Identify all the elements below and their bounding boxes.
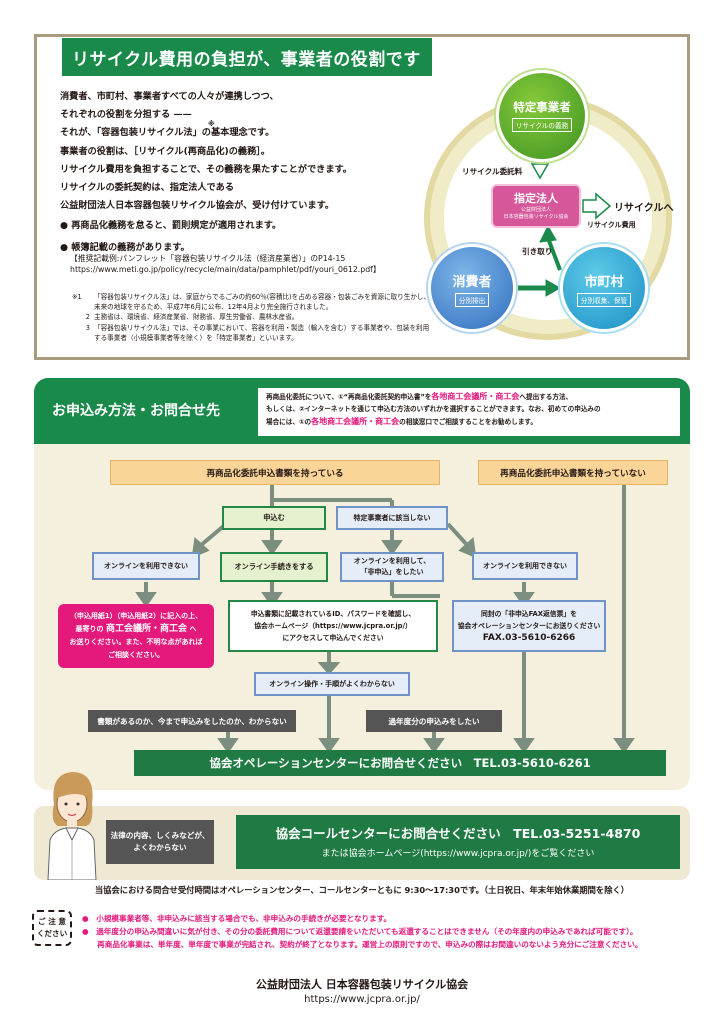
online-unavailable-right: オンラインを利用できない [472,552,578,580]
designated-corp-sub: 日本容器包装リサイクル協会 [503,214,569,220]
intro-line: 公益財団法人日本容器包装リサイクル協会が、受け付けています。 [60,200,335,212]
intro-line: それが、「容器包装リサイクル法」の基本理念です。※ [60,120,420,142]
municipality-title: 市町村 [584,275,624,290]
footnote-star: ※ [208,120,215,129]
caution-item: ● 小規模事業者等、非申込みに該当する場合でも、非申込みの手続きが必要となります… [82,914,392,923]
call-center-web: または協会ホームページ(https://www.jcpra.or.jp/)をご覧… [321,849,595,859]
unclear-box: オンライン操作・手順がよくわからない [254,672,410,696]
has-form-box: 再商品化委託申込書類を持っている [110,460,440,485]
label-pickup: 引き取り [522,247,553,256]
label-cost: リサイクル費用 [587,221,636,229]
online-unavailable-left: オンラインを利用できない [92,552,200,580]
specified-business-circle: 特定事業者 リサイクルの義務 [496,70,588,162]
operation-center-box: 協会オペレーションセンターにお問合せください TEL.03-5610-6261 [134,750,666,776]
footnote: 3「容器包装リサイクル法」では、その事業において、容器を利用・製造（輸入を含む）… [85,323,430,342]
intro-body: 消費者、市町村、事業者すべての人々が連携しつつ、 それぞれの役割を分担する ——… [60,88,420,215]
arrow-right-icon [545,279,562,297]
reference: 【推奨記載例:パンフレット「容器包装リサイクル法（経済産業省）」のP14-15 … [70,253,430,275]
id-login-box: 申込書類に記載されているID、パスワードを確認し、 協会ホームページ（https… [228,600,438,652]
bullet-item: ● 帳簿記載の義務があります。 [60,242,190,253]
fax-box: 同封の「非申込FAX返信票」を 協会オペレーションセンターにお送りください FA… [452,600,606,652]
call-center-box: 協会コールセンターにお問合せください TEL.03-5251-4870 または協… [236,815,680,869]
law-unclear-box: 法律の内容、しくみなどが、よくわからない [106,820,214,864]
prev-year-box: 過年度分の申込みをしたい [366,710,502,732]
intro-line: リサイクル費用を負担することで、その義務を果たすことができます。 [60,163,352,175]
apply-title: お申込み方法・お問合せ先 [52,403,220,419]
no-form-box: 再商品化委託申込書類を持っていない [478,460,668,485]
apply-info: 再商品化委託について、①“再商品化委託契約申込書”を各地商工会議所・商工会へ提出… [258,388,680,436]
online-procedure-box: オンライン手続きをする [220,552,328,582]
caution-item: 再商品化事業は、単年度、単年度で事業が完結され、契約が終了となります。運営上の原… [82,940,643,949]
designated-corp-box: 指定法人 公益財団法人 日本容器包装リサイクル協会 [491,184,581,228]
intro-line: リサイクルの委託契約は、指定法人である [60,182,235,194]
intro-line: 消費者、市町村、事業者すべての人々が連携しつつ、 [60,91,279,102]
caution-label: ご 注 意ください [32,910,72,946]
reference-line: 【推奨記載例:パンフレット「容器包装リサイクル法（経済産業省）」のP14-15 [70,254,346,263]
arrow-down-icon [530,163,550,180]
caution-item: ● 過年度分の申込み間違いに気が付き、その分の委託費用について返還要請をいただい… [82,927,638,936]
specified-business-title: 特定事業者 [513,100,571,114]
bullet-item: ● 再商品化義務を怠ると、罰則規定が適用されます。 [60,220,282,231]
apply-box: 申込む [222,506,326,530]
arrow-up-icon [539,224,557,243]
arrow-right-icon [582,192,612,220]
online-non-apply-box: オンラインを利用して、「非申込」をしたい [340,552,444,582]
caution-list: ● 小規模事業者等、非申込みに該当する場合でも、非申込みの手続きが必要となります… [82,912,702,951]
intro-line: それぞれの役割を分担する —— [60,109,192,121]
footnotes: ※1「容器包装リサイクル法」は、家庭からでるごみの約60％(容積比)を占める容器… [72,292,432,343]
footer-url[interactable]: https://www.jcpra.or.jp/ [304,994,420,1005]
intro-bullets: ● 再商品化義務を怠ると、罰則規定が適用されます。 ● 帳簿記載の義務があります… [60,218,420,256]
office-hours: 当協会における問合せ受付時間はオペレーションセンター、コールセンターともに 9:… [94,885,630,895]
municipality-tag: 分別収集、保管 [576,293,632,307]
intro-line: 事業者の役割は、［リサイクル(再商品化)の義務］。 [60,145,271,157]
paper-apply-box: （申込用紙1）（申込用紙2）に記入の上、 最寄りの 商工会議所・商工会 へ お送… [58,604,214,668]
intro-title: リサイクル費用の負担が、事業者の役割です [62,38,432,76]
footer-org: 公益財団法人 日本容器包装リサイクル協会 [255,978,469,991]
label-recycle: リサイクルへ [614,203,674,214]
person-icon [47,772,97,880]
designated-corp-sub: 公益財団法人 [520,207,551,213]
call-center-phone: 協会コールセンターにお問合せください TEL.03-5251-4870 [275,826,641,841]
info-line: 再商品化委託について、①“再商品化委託契約申込書”を各地商工会議所・商工会へ提出… [266,392,573,401]
consumer-tag: 分別排出 [454,293,490,307]
reference-url[interactable]: https://www.meti.go.jp/policy/recycle/ma… [70,265,381,274]
specified-business-tag: リサイクルの義務 [511,118,573,132]
consumer-circle: 消費者 分別排出 [428,244,516,332]
label-fee: リサイクル委託料 [462,167,523,176]
designated-corp-title: 指定法人 [514,192,558,205]
info-line: 場合には、①の各地商工会議所・商工会の相談窓口でご相談することをお勧めします。 [266,416,537,426]
unsure-box: 書類があるのか、今まで申込みをしたのか、わからない [88,710,296,732]
not-applicable-box: 特定事業者に該当しない [336,506,448,530]
footnote: ※1「容器包装リサイクル法」は、家庭からでるごみの約60％(容積比)を占める容器… [72,293,431,312]
consumer-title: 消費者 [452,275,492,290]
info-line: もしくは、②インターネットを通じて申込む方法のいずれかを選択することができます。… [266,405,601,414]
municipality-circle: 市町村 分別収集、保管 [560,244,648,332]
